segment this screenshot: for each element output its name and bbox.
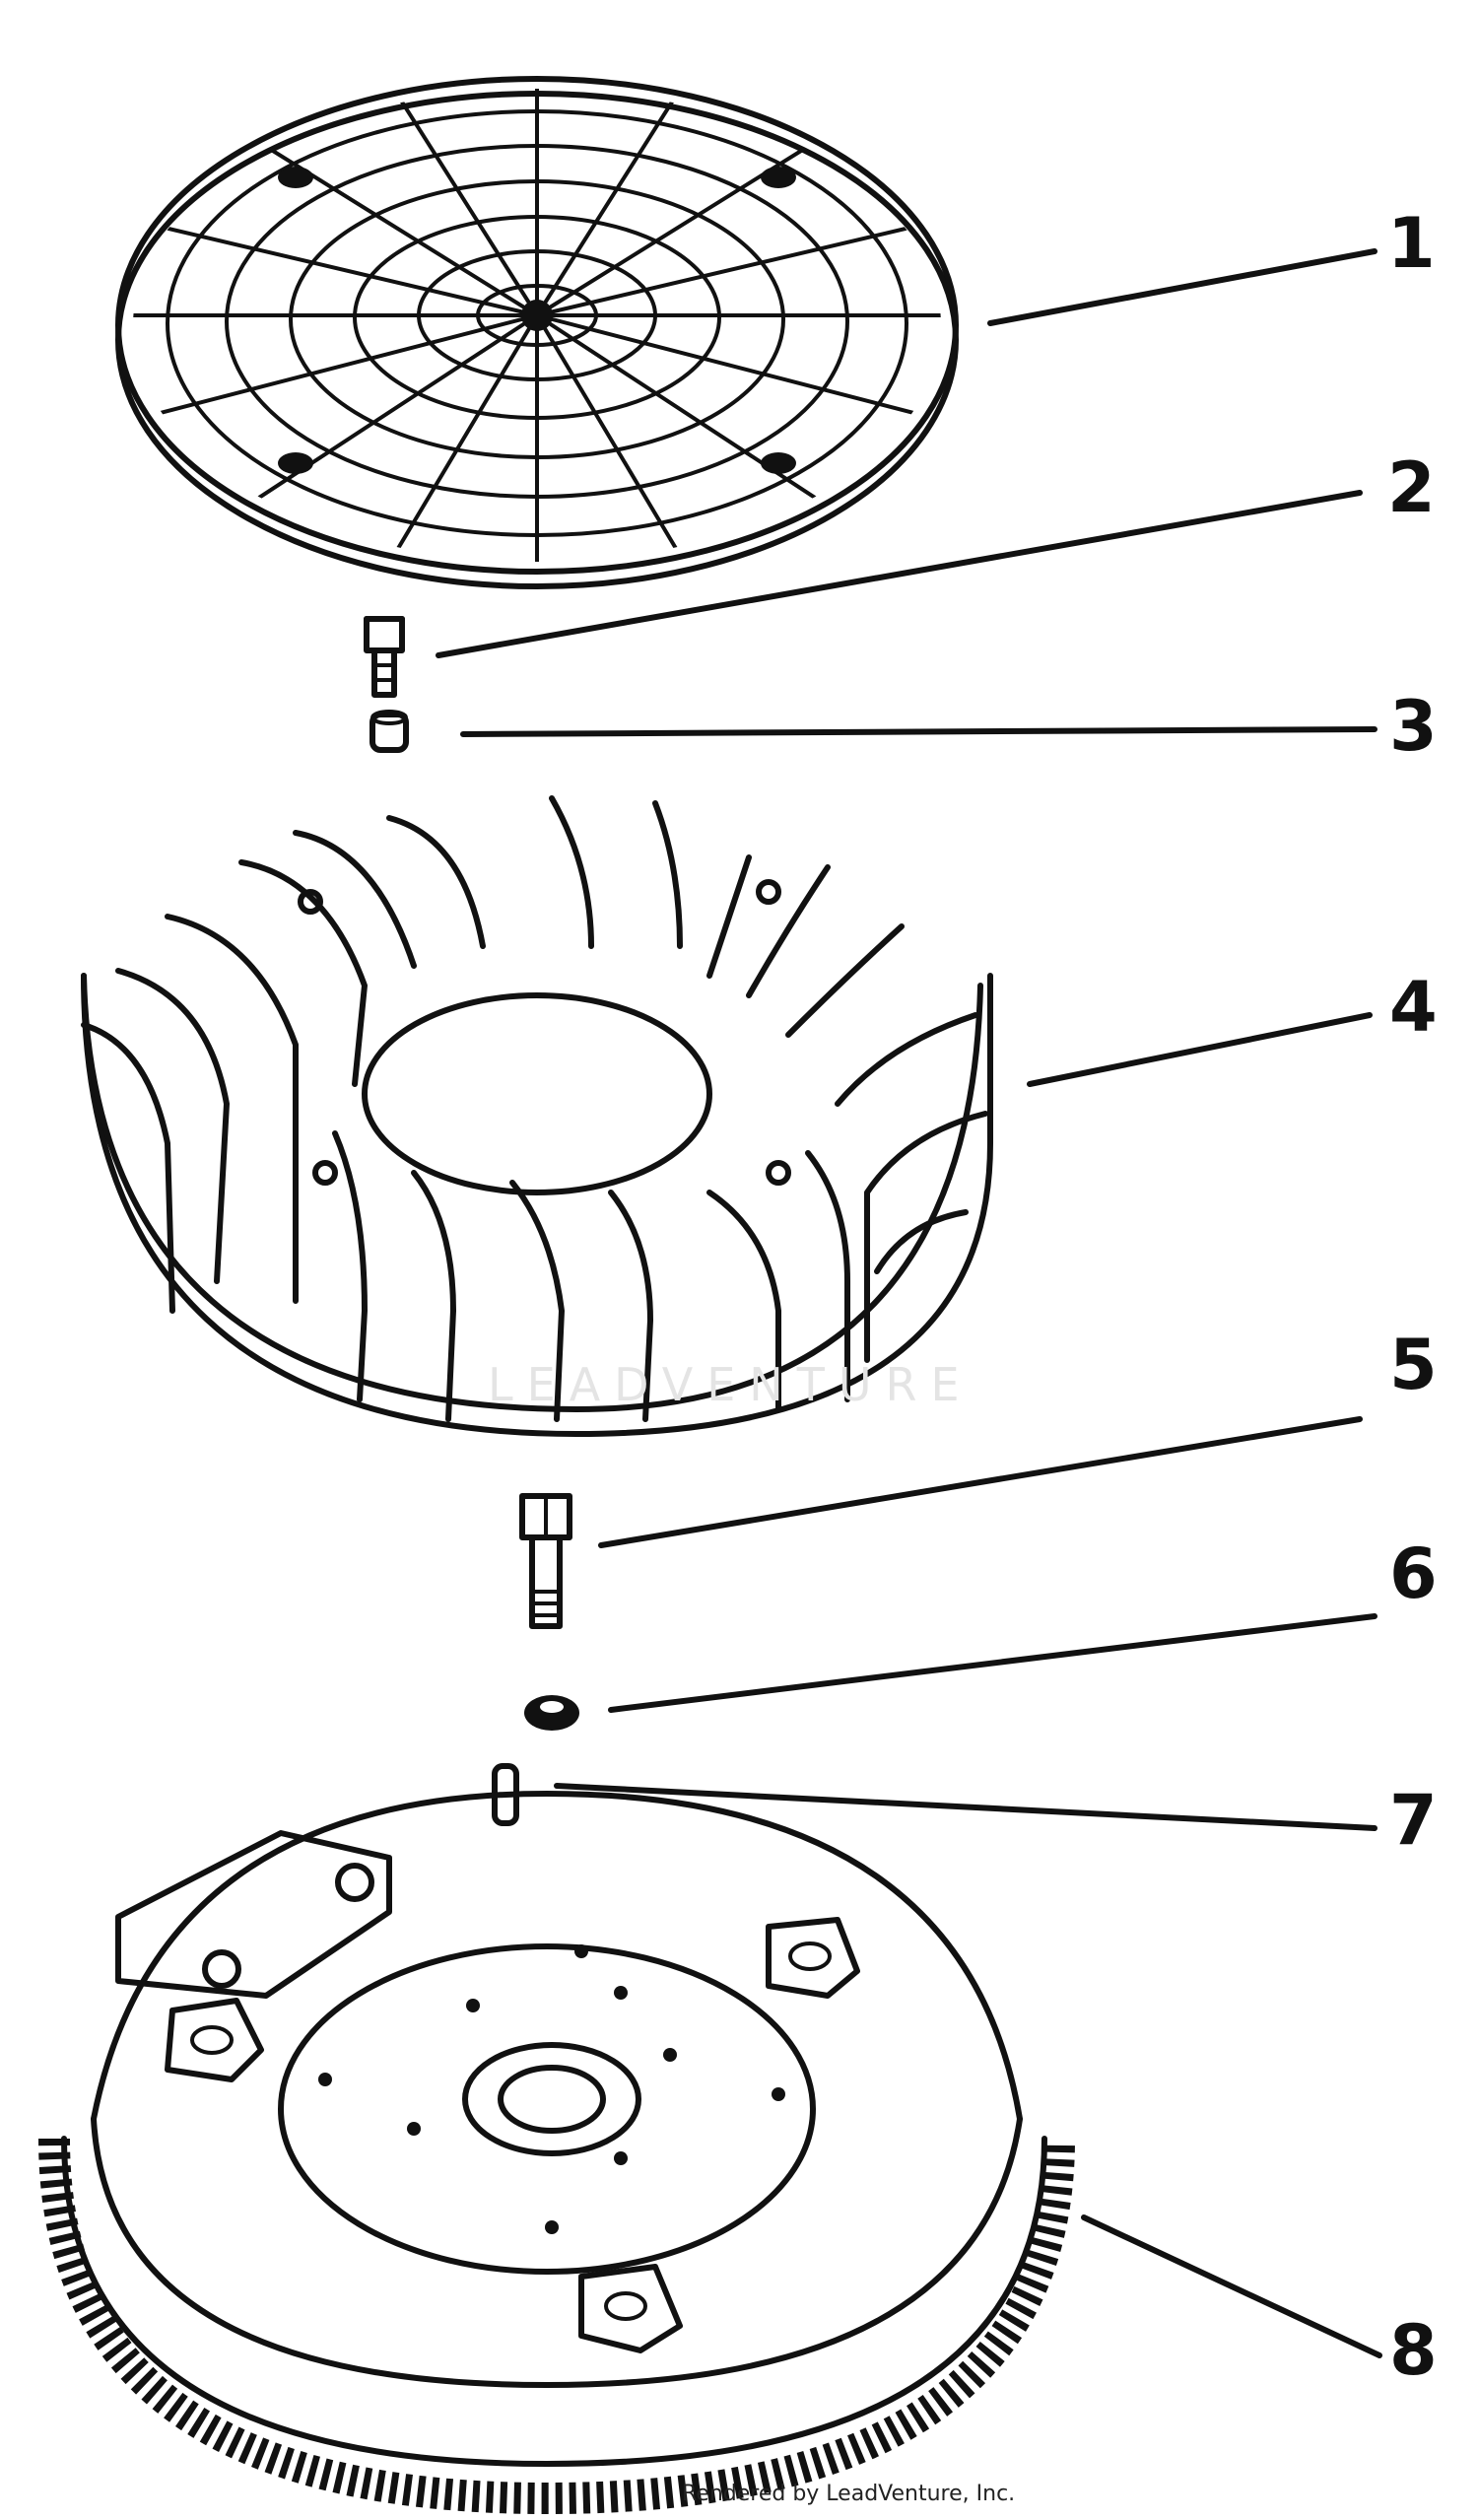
- callout-3: 3: [1389, 686, 1438, 767]
- callout-6: 6: [1389, 1533, 1438, 1614]
- grille-screen: [115, 76, 959, 589]
- spacer: [370, 710, 409, 753]
- callout-5: 5: [1389, 1325, 1438, 1405]
- callout-8: 8: [1389, 2310, 1438, 2391]
- callout-2: 2: [1387, 447, 1436, 528]
- bolt: [519, 1493, 572, 1629]
- callout-1: 1: [1387, 203, 1436, 284]
- flywheel: [38, 1791, 1075, 2515]
- leader-lines: [436, 248, 1382, 2358]
- fan: [81, 795, 993, 1437]
- watermark: LEADVENTURE: [488, 1358, 974, 1411]
- footer-credit: Rendered by LeadVenture, Inc.: [682, 2482, 1016, 2506]
- screw: [364, 616, 405, 698]
- washer: [524, 1695, 579, 1731]
- callout-4: 4: [1389, 967, 1438, 1048]
- callout-7: 7: [1389, 1780, 1438, 1861]
